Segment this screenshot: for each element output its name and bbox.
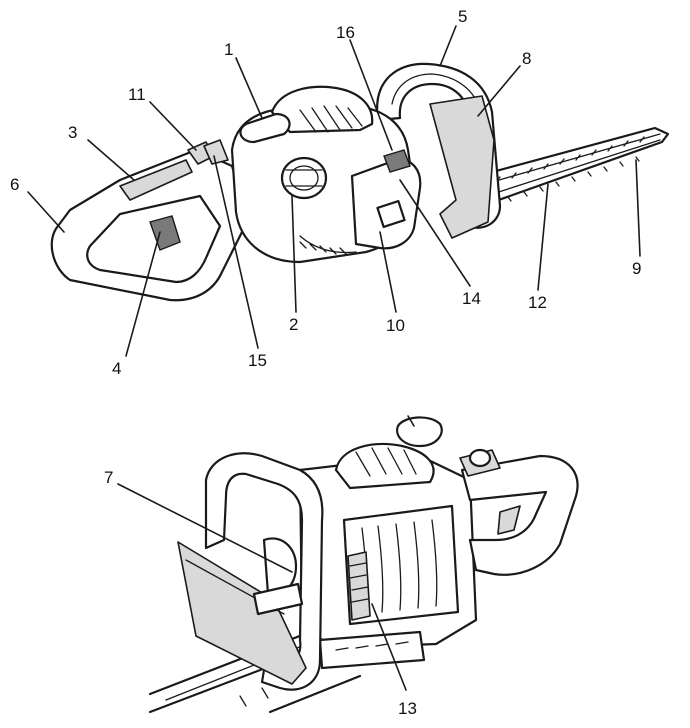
hand-guard: [429, 95, 495, 239]
trimmer-rear-view: [117, 415, 579, 714]
callout-15: 15: [248, 351, 267, 370]
callout-9: 9: [632, 259, 641, 278]
starter-grip: [396, 416, 443, 448]
callout-11: 11: [128, 85, 146, 104]
callout-2: 2: [289, 315, 298, 334]
engine-block: [298, 416, 478, 670]
callout-labels: 1 2 3 4 5 6 7 8 9 10 11 12 13 14 15 16: [10, 7, 641, 718]
muffler-cover: [342, 504, 460, 626]
callout-12: 12: [528, 293, 547, 312]
rear-handle-back: [459, 448, 579, 576]
callout-10: 10: [386, 316, 405, 335]
front-handle-loop: [177, 452, 324, 691]
hand-guard-plate: [177, 541, 307, 685]
cooling-fins: [299, 105, 363, 133]
callout-6: 6: [10, 175, 19, 194]
bottom-leaders: [117, 415, 415, 691]
top-leaders: [27, 25, 641, 357]
fuel-cap: [280, 156, 328, 200]
callout-16: 16: [336, 23, 355, 42]
callout-13: 13: [398, 699, 417, 718]
callout-7: 7: [104, 468, 113, 487]
exhaust-grille: [347, 551, 371, 621]
callout-3: 3: [68, 123, 77, 142]
cover-knob: [376, 199, 406, 229]
choke-lever: [203, 139, 229, 165]
callout-5: 5: [458, 7, 467, 26]
callout-4: 4: [112, 359, 121, 378]
callout-8: 8: [522, 49, 531, 68]
fuel-line: [299, 235, 357, 254]
throttle-lockout: [119, 159, 193, 201]
primer-bulb: [383, 149, 411, 173]
trimmer-side-view: [27, 25, 670, 357]
starter-handle: [239, 112, 291, 144]
callout-1: 1: [224, 40, 233, 59]
engine-body: [230, 85, 422, 264]
callout-14: 14: [462, 289, 481, 308]
rear-handle: [50, 139, 250, 302]
